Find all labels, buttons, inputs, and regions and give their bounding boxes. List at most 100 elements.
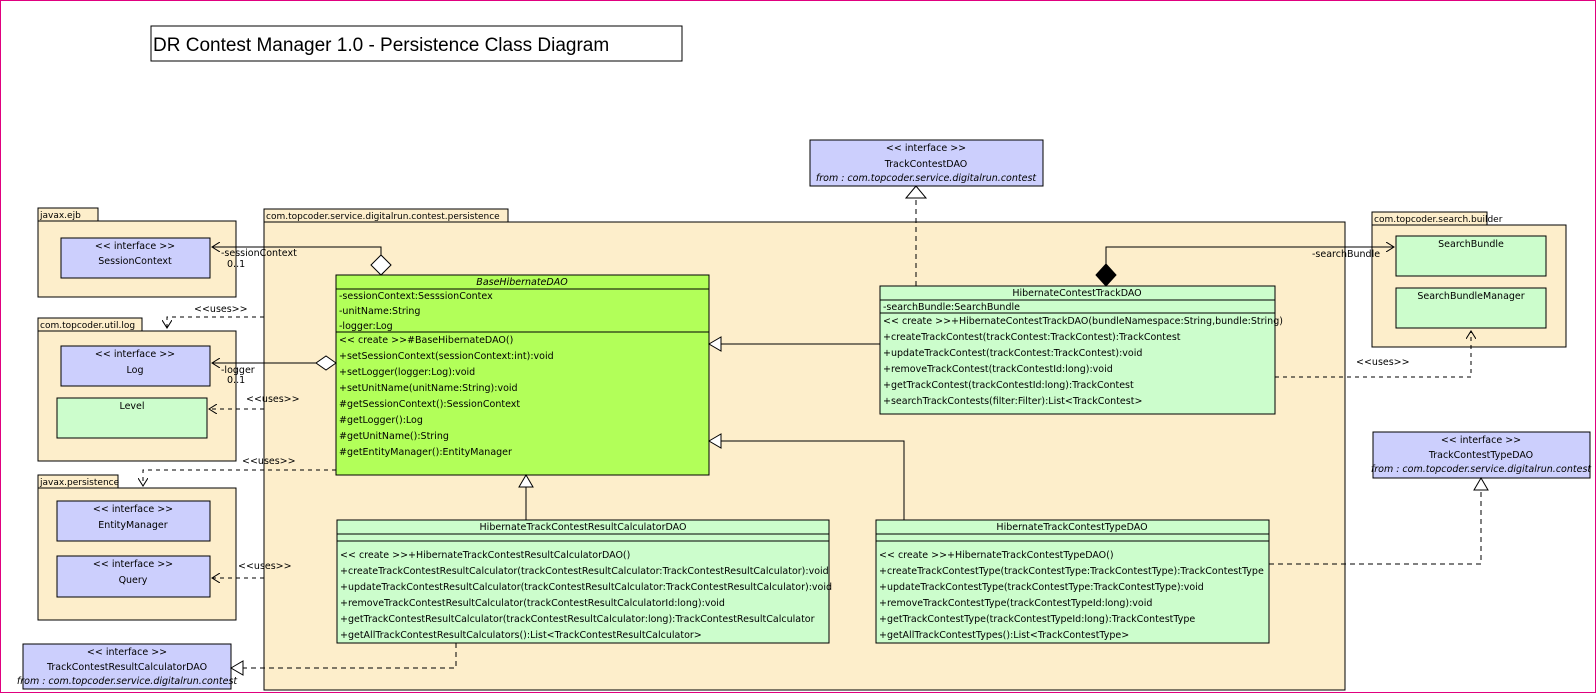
- interface-entity-manager-name: EntityManager: [98, 520, 167, 531]
- class-search-bundle-name: SearchBundle: [1438, 239, 1504, 250]
- track-dao-operation: +updateTrackContest(trackContest:TrackCo…: [883, 348, 1142, 359]
- interface-query-name: Query: [119, 575, 148, 586]
- package-search-builder-label: com.topcoder.search.builder: [1374, 215, 1503, 225]
- base-dao-operation: #getSessionContext():SessionContext: [339, 399, 520, 410]
- interface-track-contest-dao-name: TrackContestDAO: [884, 159, 968, 170]
- svg-text:<< interface >>: << interface >>: [87, 647, 167, 658]
- calculator-dao-operation: +getTrackContestResultCalculator(trackCo…: [340, 614, 815, 625]
- track-dao-attribute: -searchBundle:SearchBundle: [883, 302, 1020, 313]
- type-dao-operation: +updateTrackContestType(trackContestType…: [879, 582, 1204, 593]
- base-dao-operation: << create >>#BaseHibernateDAO(): [339, 335, 513, 346]
- package-javax-persistence: javax.persistence: [37, 474, 237, 621]
- package-util-log-label: com.topcoder.util.log: [40, 321, 135, 331]
- svg-text:<< interface >>: << interface >>: [886, 143, 966, 154]
- package-util-log: com.topcoder.util.log: [37, 317, 237, 462]
- uses-level: <<uses>>: [209, 394, 300, 409]
- package-javax-persistence-label: javax.persistence: [39, 478, 120, 488]
- class-hibernate-contest-track-dao[interactable]: HibernateContestTrackDAO -searchBundle:S…: [879, 285, 1283, 415]
- calculator-dao-operation: +updateTrackContestResultCalculator(trac…: [340, 582, 832, 593]
- base-dao-operation: +setLogger(logger:Log):void: [339, 367, 475, 378]
- interface-result-calculator-dao-from: from : com.topcoder.service.digitalrun.c…: [17, 676, 239, 687]
- class-level-name: Level: [119, 401, 144, 412]
- uses-search-bundle-manager: <<uses>>: [1275, 331, 1471, 378]
- base-dao-attribute: -logger:Log: [339, 321, 393, 332]
- realization-track-contest-dao: [904, 185, 928, 286]
- uses-persistence: <<uses>>: [143, 456, 336, 486]
- base-dao-operation: #getLogger():Log: [339, 415, 423, 426]
- track-dao-operation: +searchTrackContests(filter:Filter):List…: [883, 396, 1142, 407]
- base-dao-attribute: -unitName:String: [339, 306, 420, 317]
- interface-track-contest-dao[interactable]: << interface >> TrackContestDAO from : c…: [809, 139, 1044, 187]
- class-hibernate-contest-track-dao-name: HibernateContestTrackDAO: [1012, 288, 1141, 299]
- type-dao-operation: +createTrackContestType(trackContestType…: [879, 566, 1264, 577]
- uses-persistence-label: <<uses>>: [242, 456, 296, 467]
- uses-log: <<uses>>: [167, 304, 264, 328]
- svg-text:<< interface >>: << interface >>: [93, 504, 173, 515]
- interface-entity-manager[interactable]: << interface >> EntityManager: [56, 500, 211, 542]
- interface-session-context[interactable]: << interface >> SessionContext: [60, 237, 211, 279]
- base-dao-operation: +setUnitName(unitName:String):void: [339, 383, 518, 394]
- interface-track-contest-type-dao-name: TrackContestTypeDAO: [1428, 450, 1533, 461]
- type-dao-operation: +getTrackContestType(trackContestTypeId:…: [879, 614, 1195, 625]
- track-dao-operation: +createTrackContest(trackContest:TrackCo…: [883, 332, 1181, 343]
- svg-text:<< interface >>: << interface >>: [1441, 435, 1521, 446]
- base-dao-operation: #getEntityManager():EntityManager: [339, 447, 512, 458]
- multiplicity-logger: 0..1: [227, 375, 245, 386]
- svg-text:<< interface >>: << interface >>: [93, 559, 173, 570]
- interface-log-name: Log: [127, 365, 144, 376]
- interface-track-contest-type-dao[interactable]: << interface >> TrackContestTypeDAO from…: [1371, 431, 1593, 479]
- class-search-bundle-manager-name: SearchBundleManager: [1417, 291, 1524, 302]
- class-hibernate-type-dao-name: HibernateTrackContestTypeDAO: [996, 522, 1147, 533]
- composition-search-bundle: -searchBundle: [1095, 247, 1394, 287]
- class-base-hibernate-dao-name: BaseHibernateDAO: [476, 277, 568, 288]
- uses-search-bundle-manager-label: <<uses>>: [1356, 357, 1410, 368]
- class-search-bundle[interactable]: SearchBundle: [1395, 235, 1547, 277]
- uses-log-label: <<uses>>: [194, 304, 248, 315]
- package-javax-ejb-label: javax.ejb: [39, 211, 81, 221]
- uses-query-label: <<uses>>: [238, 561, 292, 572]
- svg-text:<< interface >>: << interface >>: [95, 349, 175, 360]
- class-level[interactable]: Level: [56, 397, 208, 439]
- class-hibernate-result-calculator-dao[interactable]: HibernateTrackContestResultCalculatorDAO…: [336, 519, 832, 644]
- calculator-dao-operation: +removeTrackContestResultCalculator(trac…: [340, 598, 725, 609]
- track-dao-operation: << create >>+HibernateContestTrackDAO(bu…: [883, 316, 1283, 327]
- type-dao-operation: << create >>+HibernateTrackContestTypeDA…: [879, 550, 1114, 561]
- package-persistence-label: com.topcoder.service.digitalrun.contest.…: [266, 212, 500, 222]
- class-hibernate-type-dao[interactable]: HibernateTrackContestTypeDAO << create >…: [875, 519, 1270, 644]
- svg-text:DR Contest Manager 1.0 - Persi: DR Contest Manager 1.0 - Persistence Cla…: [153, 35, 609, 56]
- generalization-calculator-to-base: [518, 474, 534, 520]
- multiplicity-session-context: 0..1: [227, 259, 245, 270]
- type-dao-operation: +getAllTrackContestTypes():List<TrackCon…: [879, 630, 1129, 641]
- interface-query[interactable]: << interface >> Query: [56, 555, 211, 598]
- calculator-dao-operation: +getAllTrackContestResultCalculators():L…: [340, 630, 702, 641]
- calculator-dao-operation: +createTrackContestResultCalculator(trac…: [340, 566, 829, 577]
- role-logger: -logger: [221, 365, 255, 376]
- generalization-type-to-base: [708, 433, 905, 520]
- interface-result-calculator-dao-name: TrackContestResultCalculatorDAO: [46, 662, 207, 673]
- interface-result-calculator-dao[interactable]: << interface >> TrackContestResultCalcul…: [17, 643, 239, 690]
- role-session-context: -sessionContext: [221, 248, 297, 259]
- type-dao-operation: +removeTrackContestType(trackContestType…: [879, 598, 1152, 609]
- class-search-bundle-manager[interactable]: SearchBundleManager: [1395, 287, 1547, 329]
- realization-result-calculator-dao: [230, 643, 457, 676]
- base-dao-operation: +setSessionContext(sessionContext:int):v…: [339, 351, 554, 362]
- uses-level-label: <<uses>>: [246, 394, 300, 405]
- base-dao-operation: #getUnitName():String: [339, 431, 449, 442]
- interface-log[interactable]: << interface >> Log: [60, 345, 211, 387]
- class-base-hibernate-dao[interactable]: BaseHibernateDAO -sessionContext:Sesssio…: [335, 274, 710, 476]
- realization-track-contest-type-dao: [1269, 477, 1489, 565]
- class-hibernate-result-calculator-dao-name: HibernateTrackContestResultCalculatorDAO: [480, 522, 687, 533]
- interface-track-contest-type-dao-from: from : com.topcoder.service.digitalrun.c…: [1371, 464, 1593, 475]
- calculator-dao-operation: << create >>+HibernateTrackContestResult…: [340, 550, 630, 561]
- uses-query: <<uses>>: [212, 561, 292, 578]
- track-dao-operation: +removeTrackContest(trackContestId:long)…: [883, 364, 1113, 375]
- role-search-bundle: -searchBundle: [1312, 249, 1380, 260]
- interface-track-contest-dao-from: from : com.topcoder.service.digitalrun.c…: [816, 173, 1038, 184]
- generalization-track-to-base: [708, 336, 880, 352]
- interface-session-context-name: SessionContext: [98, 256, 172, 267]
- diagram-title: DR Contest Manager 1.0 - Persistence Cla…: [150, 25, 683, 62]
- aggregation-session-context: -sessionContext 0..1: [212, 247, 392, 276]
- track-dao-operation: +getTrackContest(trackContestId:long):Tr…: [883, 380, 1134, 391]
- base-dao-attribute: -sessionContext:SesssionContex: [339, 291, 493, 302]
